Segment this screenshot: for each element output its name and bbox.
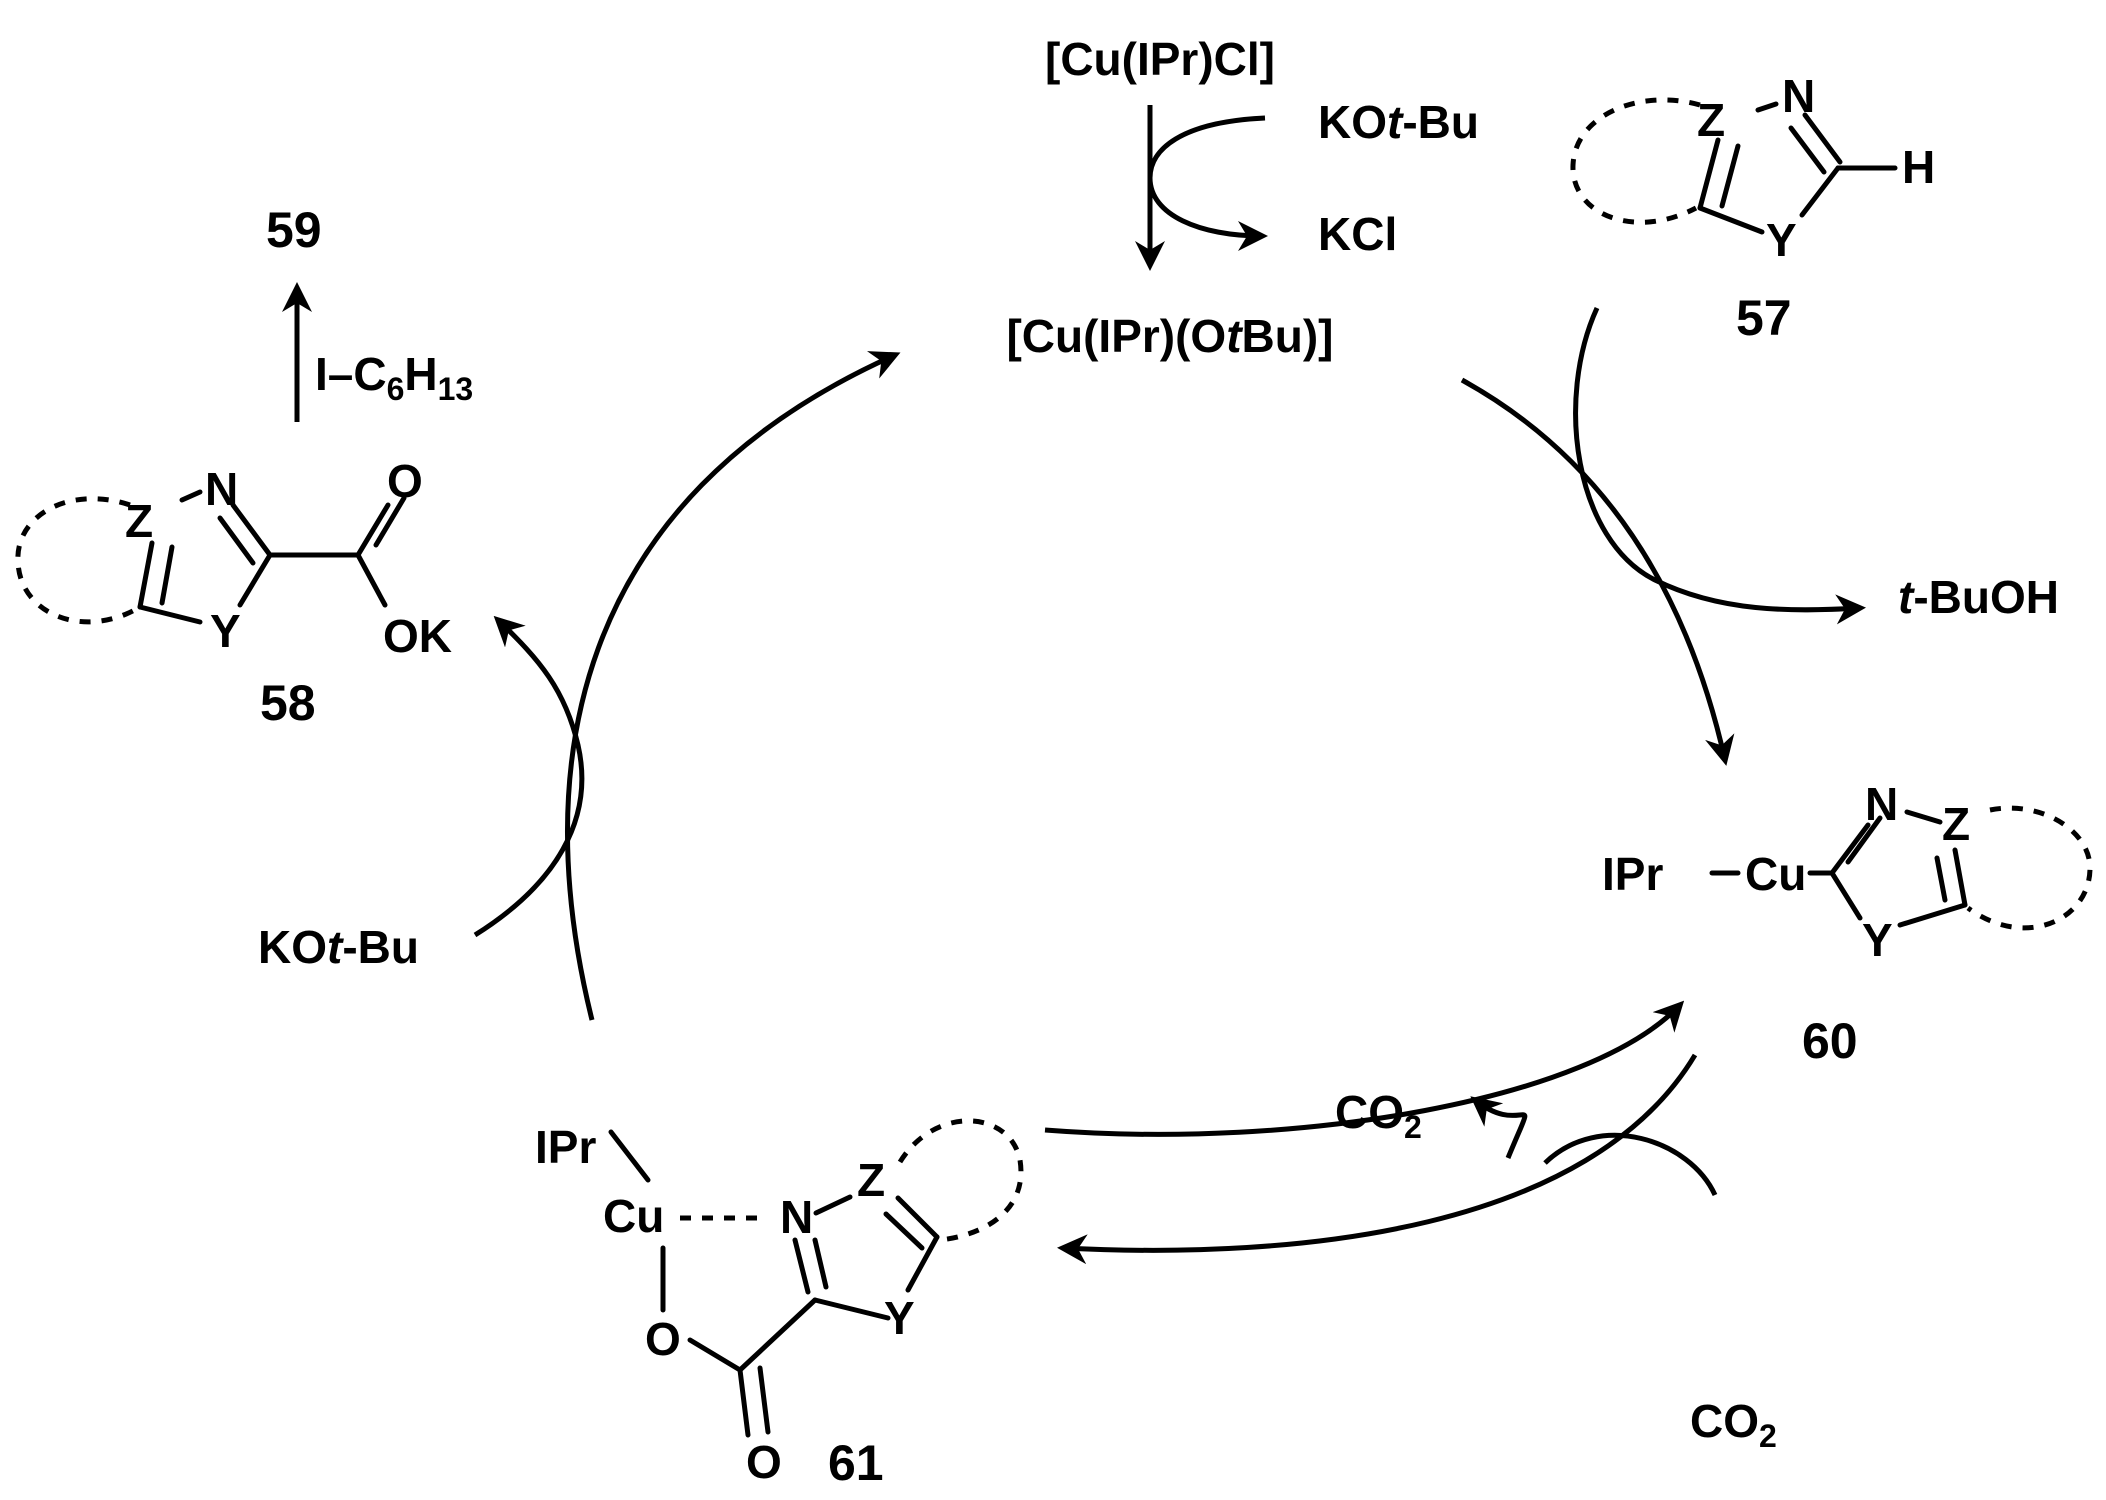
compound-60-number: 60 bbox=[1802, 1013, 1858, 1069]
fused-ring-dashed bbox=[1966, 805, 2093, 931]
arrow-catalyst-to-60 bbox=[1460, 377, 1735, 766]
svg-text:IPr: IPr bbox=[1602, 848, 1663, 900]
svg-text:Y: Y bbox=[884, 1292, 915, 1344]
compound-58-number: 58 bbox=[260, 675, 316, 731]
arrow-61-to-catalyst bbox=[565, 351, 901, 1021]
svg-text:Cu: Cu bbox=[1745, 848, 1806, 900]
svg-text:O: O bbox=[746, 1436, 782, 1488]
arrow-kotbu-in-58-out bbox=[473, 615, 585, 938]
precatalyst-label: [Cu(IPr)Cl] bbox=[1045, 33, 1275, 85]
kotbu-kcl-curved-arrow bbox=[1147, 115, 1268, 251]
co2-released-label: CO2 bbox=[1335, 1086, 1422, 1145]
kcl-byproduct-label: KCl bbox=[1318, 208, 1397, 260]
co2-release-curve bbox=[1470, 1096, 1528, 1159]
co2-reagent-label: CO2 bbox=[1690, 1395, 1777, 1454]
arrow-57-in-tbuoh-out bbox=[1573, 306, 1866, 625]
svg-text:H: H bbox=[1902, 141, 1935, 193]
fused-ring-dashed bbox=[1570, 97, 1701, 225]
co2-uptake-curve bbox=[1543, 1132, 1718, 1197]
fused-ring-dashed bbox=[15, 496, 142, 625]
svg-text:Y: Y bbox=[1766, 214, 1797, 266]
compound-57-structure: Z N H Y bbox=[1570, 70, 1935, 266]
tbuoh-byproduct-label: t-BuOH bbox=[1898, 571, 2059, 623]
compound-61-number: 61 bbox=[828, 1435, 884, 1491]
compound-61-structure: IPr Cu N O O Z Y bbox=[535, 1118, 1024, 1488]
svg-text:O: O bbox=[645, 1313, 681, 1365]
svg-text:N: N bbox=[1782, 70, 1815, 122]
svg-text:Cu: Cu bbox=[603, 1190, 664, 1242]
kotbu-carboxylate-base-label: KOt-Bu bbox=[258, 921, 419, 973]
svg-text:N: N bbox=[1865, 778, 1898, 830]
active-catalyst-label: [Cu(IPr)(OtBu)] bbox=[1006, 310, 1333, 362]
hexyl-iodide-label: I–C6H13 bbox=[315, 348, 473, 407]
arrow-60-to-61-co2-in bbox=[1057, 1053, 1698, 1265]
fused-ring-dashed bbox=[897, 1118, 1024, 1243]
svg-text:Z: Z bbox=[1697, 94, 1725, 146]
compound-60-structure: IPr Cu N Z Y bbox=[1602, 778, 2093, 966]
compound-58-structure: Z N Y O OK bbox=[15, 455, 452, 662]
svg-text:Y: Y bbox=[1862, 914, 1893, 966]
compound-57-number: 57 bbox=[1736, 290, 1792, 346]
svg-text:OK: OK bbox=[383, 610, 452, 662]
svg-text:IPr: IPr bbox=[535, 1121, 596, 1173]
svg-text:Z: Z bbox=[125, 495, 153, 547]
kotbu-reagent-label: KOt-Bu bbox=[1318, 96, 1479, 148]
compound-59-number: 59 bbox=[266, 202, 322, 258]
svg-text:N: N bbox=[205, 463, 238, 515]
svg-text:Y: Y bbox=[210, 605, 241, 657]
svg-text:Z: Z bbox=[1942, 798, 1970, 850]
svg-text:O: O bbox=[387, 455, 423, 507]
arrow-61-to-60-co2-out bbox=[1044, 1000, 1685, 1137]
svg-text:Z: Z bbox=[857, 1154, 885, 1206]
svg-text:N: N bbox=[780, 1191, 813, 1243]
